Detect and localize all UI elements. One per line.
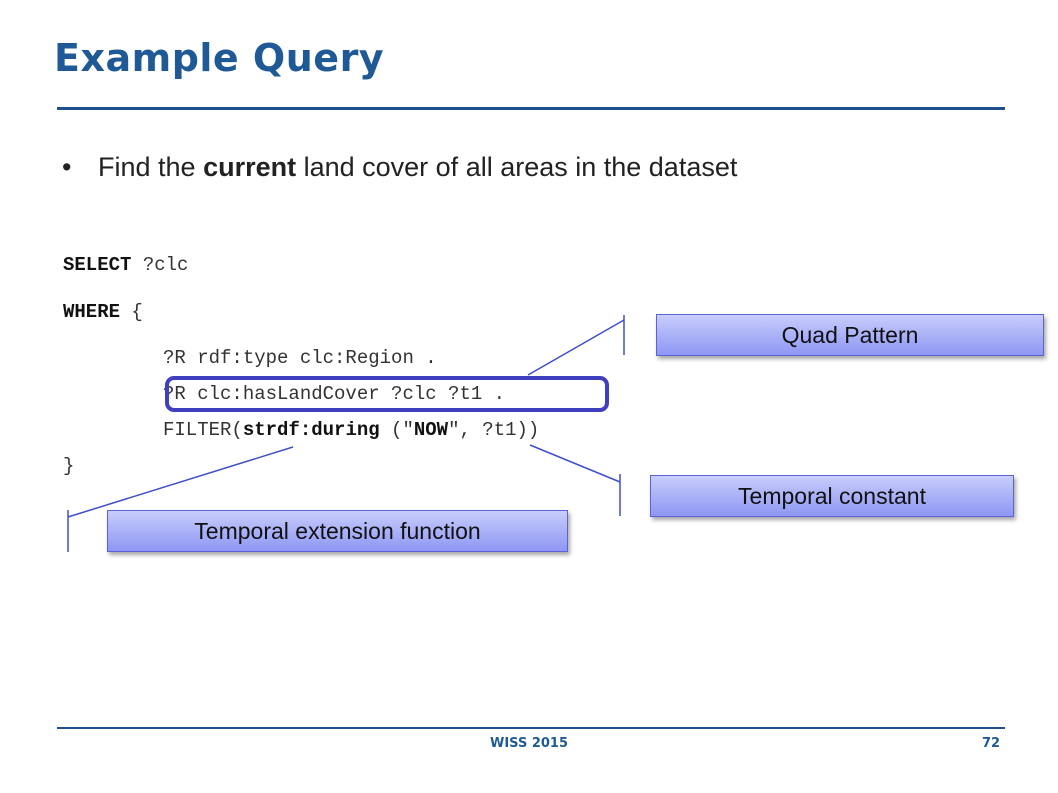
page-number: 72 [982, 736, 1001, 751]
bullet-suffix: land cover of all areas in the dataset [296, 152, 738, 182]
callout-temporal-extension: Temporal extension function [107, 510, 568, 552]
bullet-prefix: Find the [98, 152, 204, 182]
quad-pattern-highlight [165, 376, 609, 412]
function-during: strdf:during [242, 419, 380, 441]
callout-temporal-constant: Temporal constant [650, 475, 1014, 517]
footer-event: WISS 2015 [490, 736, 569, 751]
select-var: ?clc [131, 254, 189, 276]
title-divider [57, 107, 1005, 110]
filter-close: ", ?t1)) [448, 419, 540, 441]
code-line-select: SELECT ?clc [63, 254, 188, 276]
footer-divider [57, 727, 1005, 729]
filter-mid: (" [379, 419, 414, 441]
quad-connector-line [527, 319, 625, 376]
code-line-where: WHERE { [63, 301, 143, 323]
extension-connector-line [67, 446, 294, 518]
constant-connector-line [529, 444, 621, 483]
callout-quad-pattern: Quad Pattern [656, 314, 1044, 356]
constant-now: NOW [413, 419, 449, 441]
keyword-where: WHERE [63, 301, 121, 323]
filter-open: FILTER( [163, 419, 243, 441]
bullet-item: • Find the current land cover of all area… [62, 152, 737, 183]
bullet-marker: • [62, 152, 72, 182]
where-brace: { [120, 301, 143, 323]
slide-title: Example Query [54, 36, 385, 80]
keyword-select: SELECT [63, 254, 132, 276]
code-line-close: } [63, 455, 75, 477]
code-line-filter: FILTER(strdf:during ("NOW", ?t1)) [163, 419, 539, 441]
code-line-type: ?R rdf:type clc:Region . [163, 347, 437, 369]
bullet-emphasis: current [203, 152, 297, 182]
